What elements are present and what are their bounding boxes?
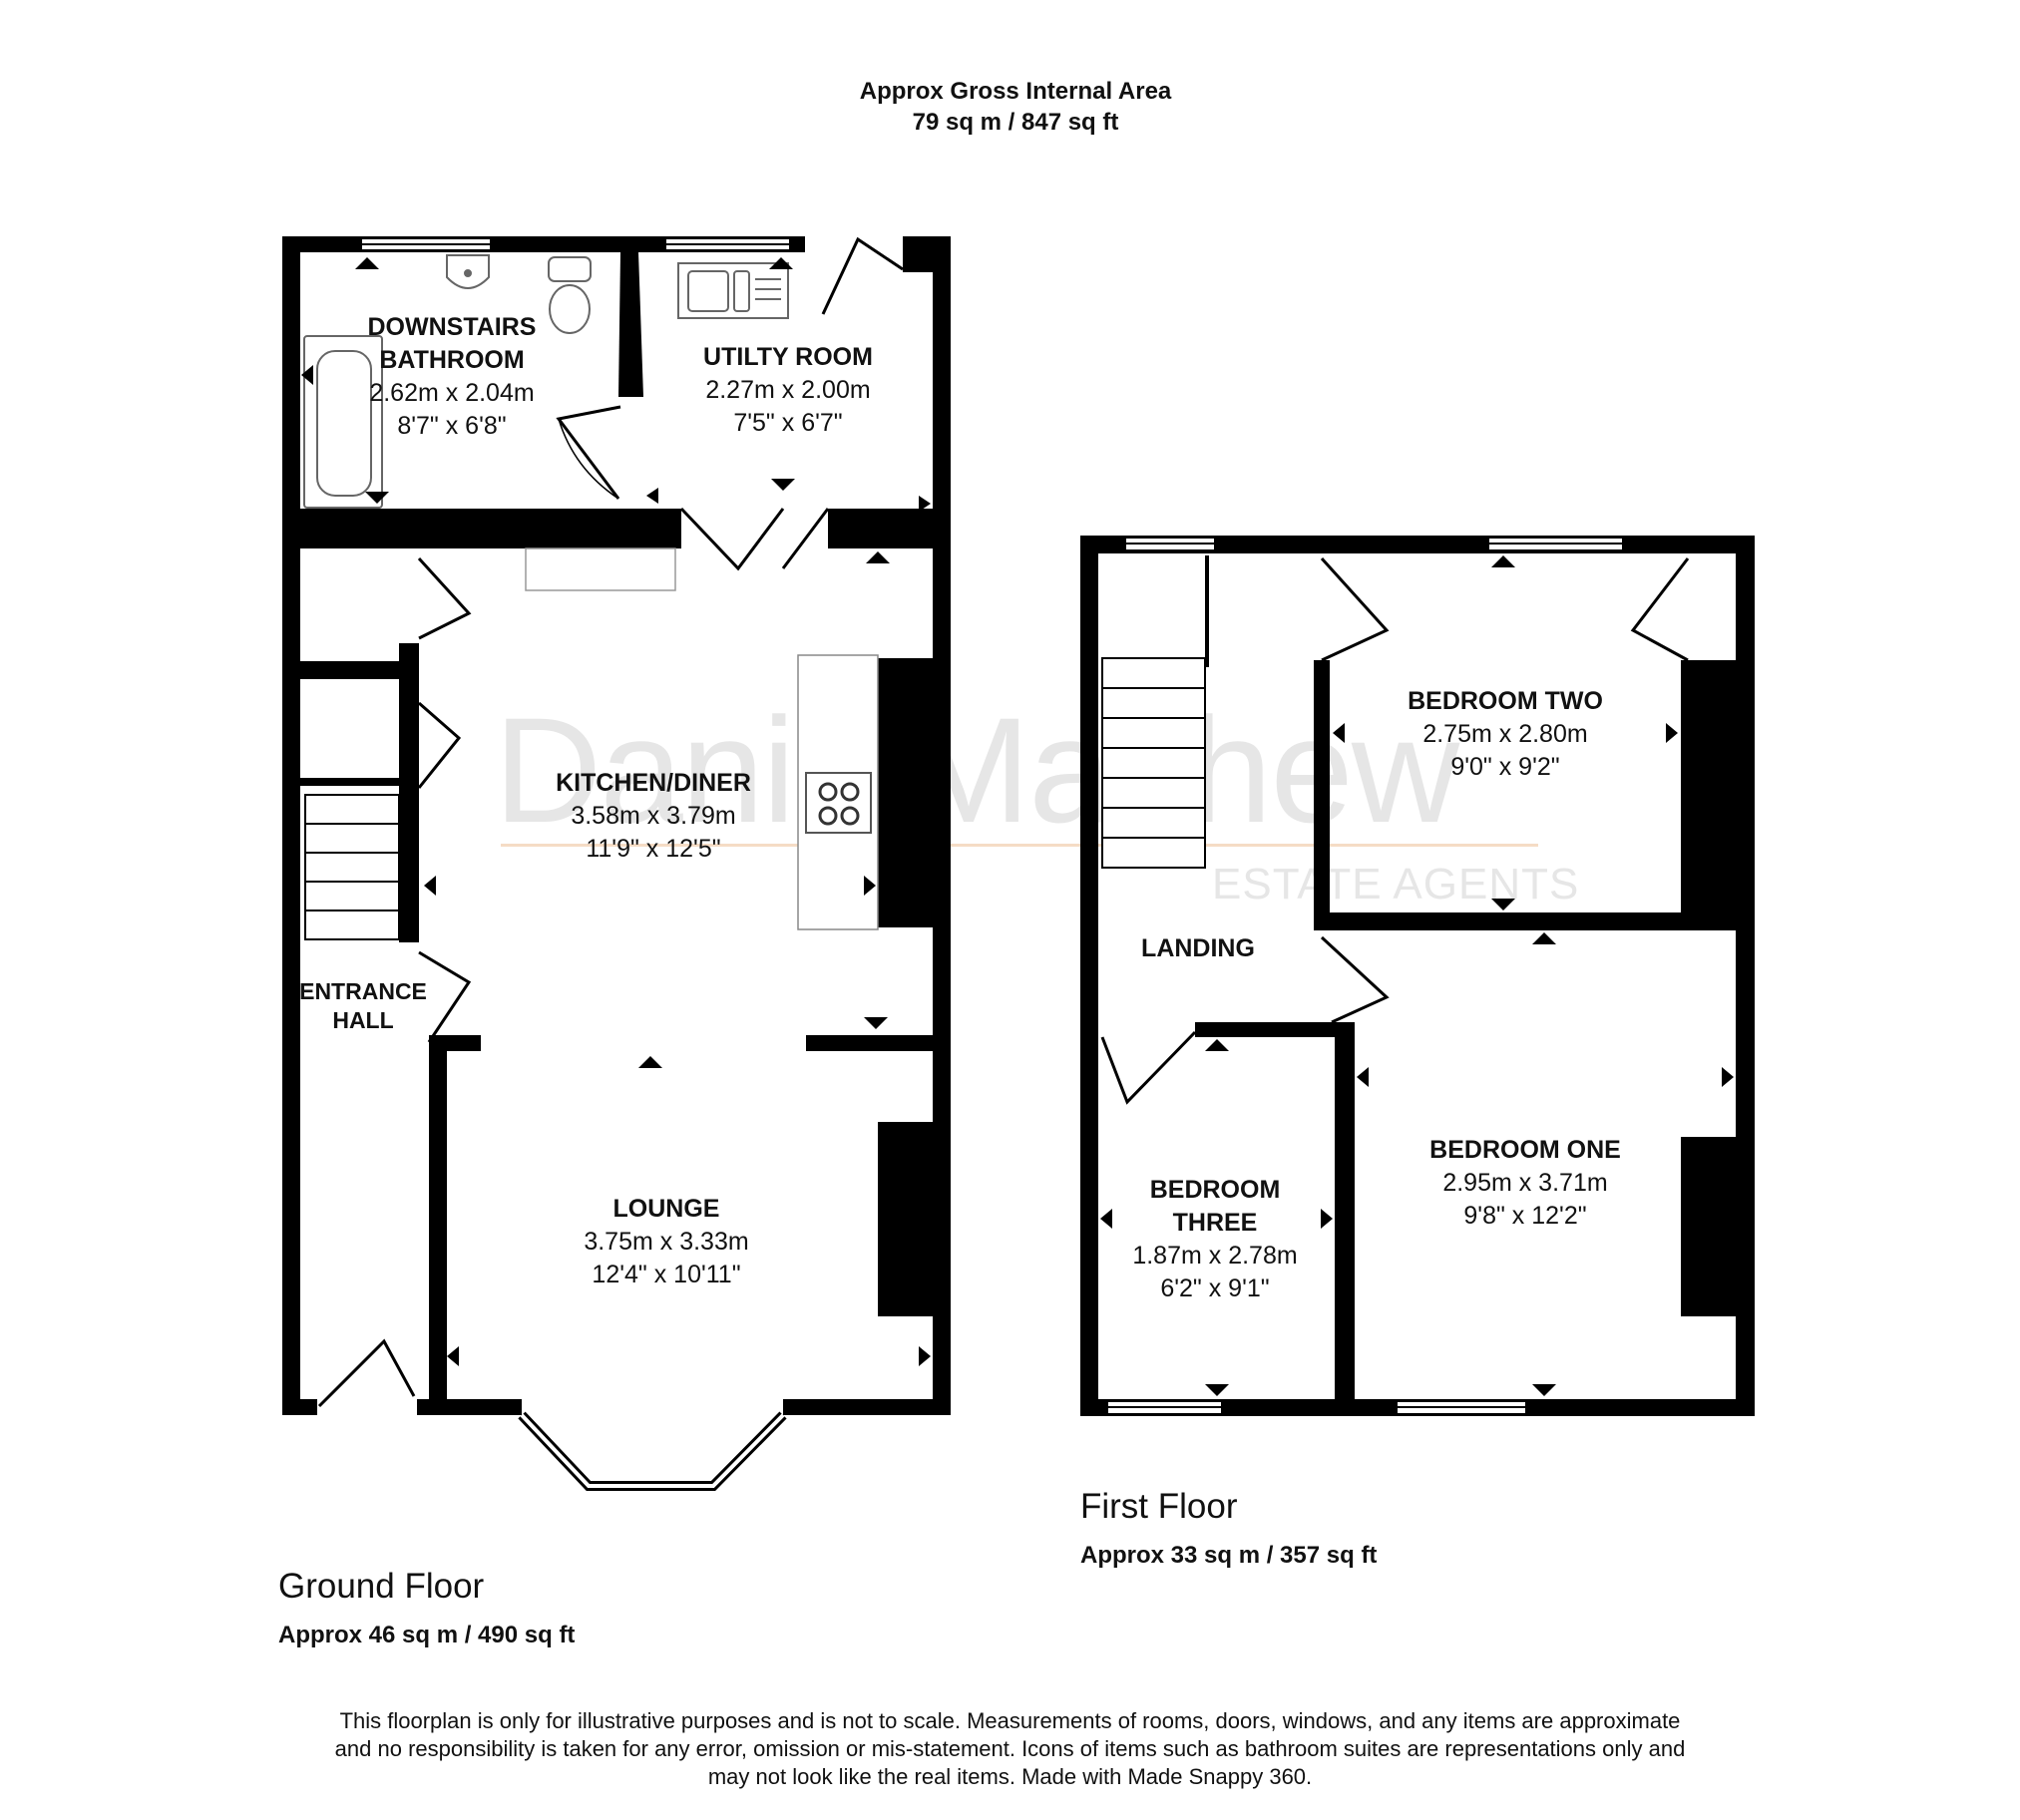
room-size-imperial: 12'4" x 10'11" [592,1261,741,1288]
room-size-metric: 3.58m x 3.79m [571,802,736,830]
ff-stairs-icon [1101,657,1206,869]
room-name: THREE [1172,1209,1258,1237]
ff-wall-bed3-right [1335,1022,1355,1416]
gf-wall-hall [429,1047,447,1415]
bath-icon [303,335,383,509]
gf-wall-cupboard-2 [300,778,419,786]
first-floor-title: First Floor [1080,1487,1238,1526]
gf-wall-cupboard-1 [300,661,400,679]
ground-floor-area: Approx 46 sq m / 490 sq ft [278,1622,576,1648]
ff-wall-cupboard [1693,660,1736,929]
ground-floor-title: Ground Floor [278,1567,485,1606]
gf-wall-cupboard-right [399,643,419,942]
room-label-bedroom-two: BEDROOM TWO 2.75m x 2.80m 9'0" x 9'2" [1408,685,1603,784]
first-floor-plan [1080,536,1755,1416]
bay-window [518,1411,787,1491]
watermark-rule [501,844,1538,847]
room-name: BEDROOM TWO [1408,687,1603,715]
gf-wall-left [282,236,300,1415]
gf-fireplace-hearth [525,547,676,591]
stairs-icon [304,794,400,940]
ff-wall-right [1736,536,1755,1416]
disclaimer-line: and no responsibility is taken for any e… [334,1736,1686,1761]
room-label-lounge: LOUNGE 3.75m x 3.33m 12'4" x 10'11" [584,1193,748,1291]
room-size-metric: 2.62m x 2.04m [369,379,535,407]
toilet-icon [548,256,592,334]
gf-wall-right [933,236,951,1415]
room-size-imperial: 6'2" x 9'1" [1160,1274,1270,1302]
utility-sink-icon [677,262,789,319]
ff-wall-bedroom-two-right [1681,660,1693,924]
room-size-imperial: 11'9" x 12'5" [586,835,721,863]
room-label-bedroom-one: BEDROOM ONE 2.95m x 3.71m 9'8" x 12'2" [1429,1134,1621,1233]
disclaimer-line: This floorplan is only for illustrative … [339,1708,1681,1733]
room-label-downstairs-bathroom: DOWNSTAIRS BATHROOM 2.62m x 2.04m 8'7" x… [368,311,537,443]
gf-wall-bottom-right [783,1399,951,1415]
basin-icon [446,254,490,289]
gf-wall-bath-utility [618,252,643,397]
ff-dimension-arrows [1100,555,1734,1396]
room-label-kitchen-diner: KITCHEN/DINER 3.58m x 3.79m 11'9" x 12'5… [556,767,751,866]
room-label-utility-room: UTILTY ROOM 2.27m x 2.00m 7'5" x 6'7" [703,341,873,440]
room-size-imperial: 7'5" x 6'7" [733,409,843,437]
watermark-brand: DanielMatthew [494,686,1459,854]
gf-wall-bath-bottom [282,509,681,548]
room-name: HALL [332,1007,394,1033]
ff-wall-stair-post [1205,555,1209,667]
gf-dimension-arrows [301,257,931,1366]
room-size-imperial: 9'0" x 9'2" [1450,753,1560,781]
disclaimer: This floorplan is only for illustrative … [0,1707,2020,1791]
hob-icon [805,772,872,834]
gf-chimney-lounge [878,1122,933,1316]
room-name: BATHROOM [379,346,525,374]
ff-chimney-bed1 [1681,1137,1736,1316]
room-name: LANDING [1141,934,1255,962]
ff-wall-bed3-top [1195,1022,1355,1037]
gross-area-header: Approx Gross Internal Area 79 sq m / 847… [860,76,1172,138]
gf-doors [317,236,904,1408]
room-label-entrance-hall: ENTRANCE HALL [299,977,427,1035]
gf-wall-utility-bottom [828,509,951,548]
gf-wall-bottom-left [282,1399,317,1415]
watermark-tagline: ESTATE AGENTS [1212,860,1580,909]
room-name: UTILTY ROOM [703,343,873,371]
room-label-bedroom-three: BEDROOM THREE 1.87m x 2.78m 6'2" x 9'1" [1132,1174,1297,1305]
ff-doors [1100,556,1690,1105]
first-floor-area: Approx 33 sq m / 357 sq ft [1080,1542,1378,1569]
room-size-metric: 2.27m x 2.00m [705,376,871,404]
room-size-metric: 1.87m x 2.78m [1132,1242,1298,1270]
room-name: LOUNGE [612,1195,720,1223]
disclaimer-line: may not look like the real items. Made w… [707,1764,1313,1789]
room-size-imperial: 9'8" x 12'2" [1463,1202,1587,1230]
gross-area-title: Approx Gross Internal Area [859,78,1172,105]
ff-wall-bedroom-two-left [1314,660,1330,929]
room-size-metric: 2.75m x 2.80m [1422,720,1588,748]
room-size-metric: 3.75m x 3.33m [584,1228,749,1256]
room-size-metric: 2.95m x 3.71m [1442,1169,1608,1197]
room-name: ENTRANCE [299,978,427,1004]
room-name: BEDROOM [1149,1176,1281,1204]
room-name: KITCHEN/DINER [556,769,751,797]
room-label-landing: LANDING [1141,932,1255,965]
room-name: DOWNSTAIRS [367,313,537,341]
gf-wall-kitchen-lounge-right [806,1035,933,1051]
ground-floor-plan [282,236,951,1491]
ff-wall-bedroom-two-bottom [1314,912,1754,930]
room-size-imperial: 8'7" x 6'8" [397,412,507,440]
ff-wall-left [1080,536,1098,1416]
gf-chimney-kitchen [878,658,933,927]
room-name: BEDROOM ONE [1429,1136,1621,1164]
gross-area-value: 79 sq m / 847 sq ft [912,109,1119,136]
